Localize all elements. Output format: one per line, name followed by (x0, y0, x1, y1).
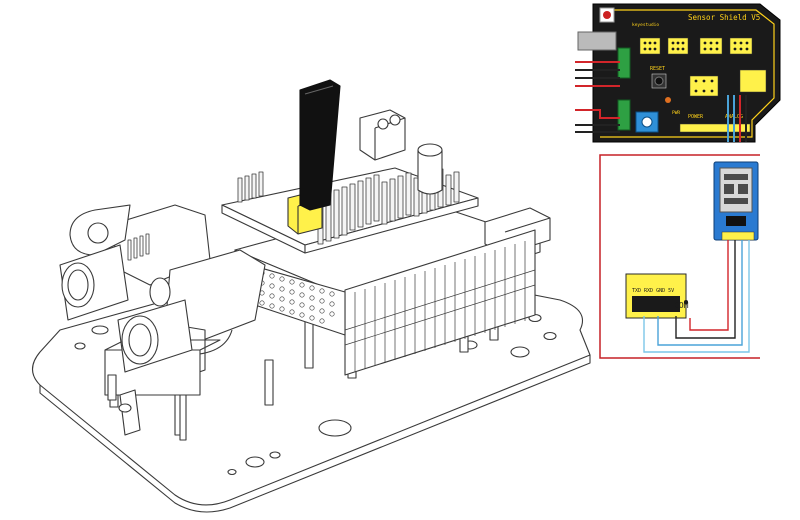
usb-port (577, 31, 617, 51)
pin-headers (237, 168, 460, 245)
bottom-header (679, 123, 751, 133)
shield-wires (575, 61, 747, 142)
shield-brand: keyestudio (632, 22, 659, 28)
com-wires (643, 240, 750, 353)
power-label: POWER (688, 114, 704, 120)
reset-label: RESET (650, 66, 665, 72)
robot-assembly (31, 79, 591, 513)
capacitor (417, 143, 443, 195)
servo-motor (107, 374, 187, 441)
bt-module (713, 161, 759, 241)
top-headers (639, 37, 767, 97)
terminal-block (359, 109, 406, 161)
proto-area (239, 261, 346, 336)
bluetooth-com-inset: TXD RXD GND 5V COM (599, 154, 760, 359)
shield-title: Sensor Shield V5 (688, 13, 760, 22)
green-terminal-2 (617, 99, 631, 131)
board-stack (344, 229, 536, 376)
com-pin-label: TXD RXD GND 5V (632, 288, 674, 294)
com-label: COM (674, 301, 689, 310)
inset-frame (599, 154, 760, 359)
bluetooth-module (299, 79, 341, 211)
ultrasonic-sensor (59, 233, 193, 373)
sensor-shield-inset: Sensor Shield V5 keyestudio (575, 3, 781, 143)
pwr-label: PWR (672, 110, 680, 116)
